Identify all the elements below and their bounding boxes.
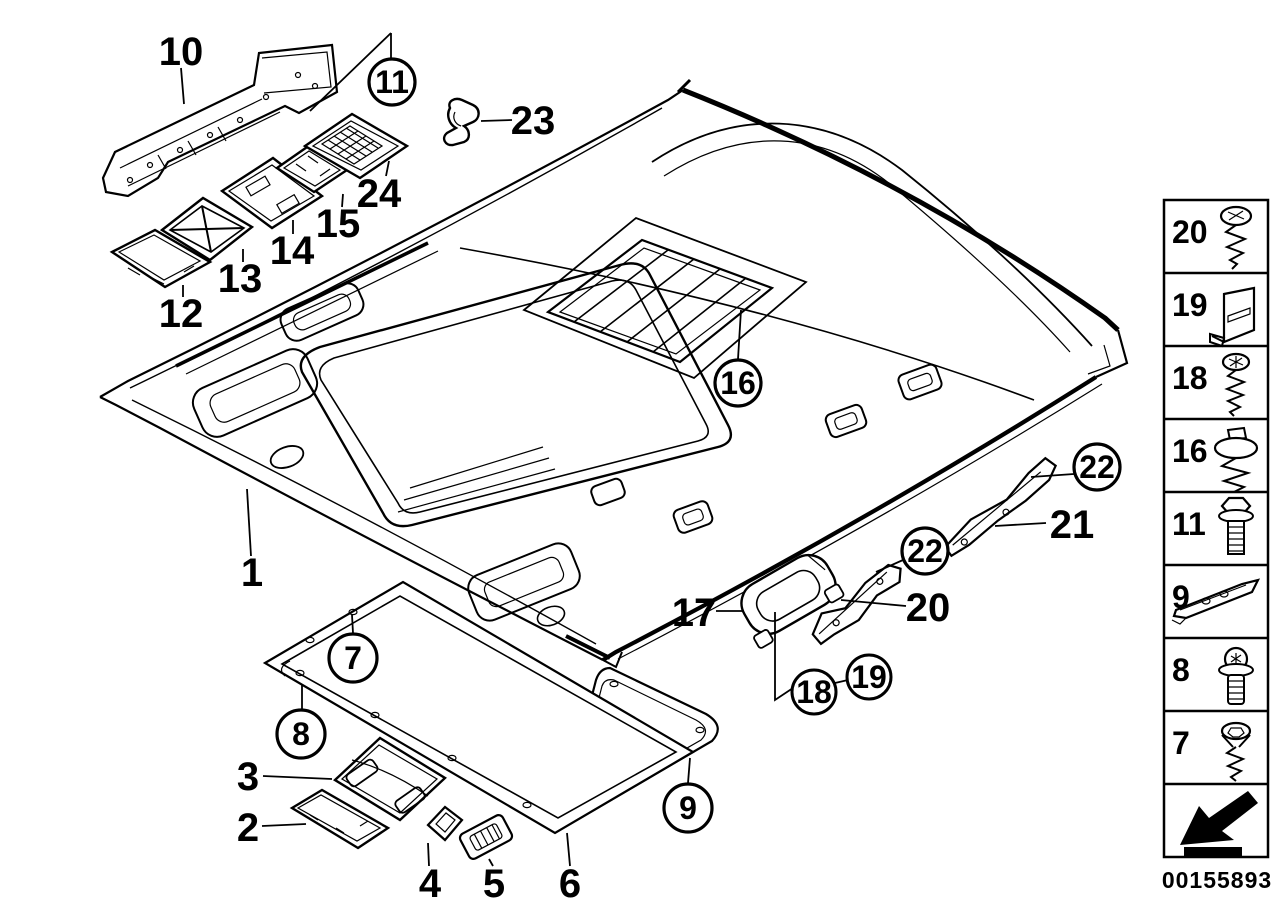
tapping-screw-icon bbox=[1221, 352, 1251, 417]
svg-text:19: 19 bbox=[851, 659, 887, 695]
callout-bubble-7[interactable]: 7 bbox=[327, 632, 379, 684]
callout-bubble-19[interactable]: 19 bbox=[845, 653, 893, 701]
callout-3[interactable]: 3 bbox=[237, 755, 259, 799]
svg-text:18: 18 bbox=[1172, 360, 1208, 396]
callout-13[interactable]: 13 bbox=[218, 257, 263, 301]
retainer-clip-icon bbox=[1209, 286, 1256, 348]
legend-item-18[interactable]: 18 bbox=[1172, 352, 1251, 417]
callout-2[interactable]: 2 bbox=[237, 806, 259, 850]
svg-text:18: 18 bbox=[796, 674, 832, 710]
sunroof-opening bbox=[299, 262, 733, 528]
circled-callouts: 7 8 9 11 16 18 19 22 bbox=[275, 57, 1122, 834]
callout-1[interactable]: 1 bbox=[241, 551, 263, 595]
svg-text:11: 11 bbox=[375, 64, 409, 100]
callout-bubble-8[interactable]: 8 bbox=[275, 708, 327, 760]
legend-item-8[interactable]: 8 bbox=[1172, 646, 1254, 705]
part-bracket-rear-right bbox=[943, 456, 1058, 558]
callout-12[interactable]: 12 bbox=[159, 292, 204, 336]
callout-17[interactable]: 17 bbox=[672, 591, 717, 635]
callout-5[interactable]: 5 bbox=[483, 862, 505, 906]
svg-text:22: 22 bbox=[907, 533, 943, 569]
part-hook-clip bbox=[442, 97, 480, 147]
legend-item-16[interactable]: 16 bbox=[1172, 426, 1259, 493]
callout-bubble-22-mid[interactable]: 22 bbox=[900, 526, 950, 576]
legend-item-7[interactable]: 7 bbox=[1172, 721, 1252, 782]
washer-screw-icon bbox=[1213, 426, 1259, 493]
part-console-frame bbox=[159, 196, 255, 262]
sunroof-cassette bbox=[522, 216, 808, 380]
callout-bubble-16[interactable]: 16 bbox=[713, 358, 763, 408]
leader-lines bbox=[180, 32, 1075, 867]
part-console-module bbox=[219, 156, 325, 230]
headliner-cutouts bbox=[191, 282, 943, 627]
callout-bubble-11[interactable]: 11 bbox=[367, 57, 417, 107]
mounting-bracket-icon bbox=[1171, 578, 1261, 625]
part-roof-rail bbox=[101, 43, 339, 198]
part-speaker-grille bbox=[302, 112, 410, 180]
fastener-legend: 20 19 18 16 bbox=[1162, 198, 1270, 859]
part-ribbed-button bbox=[458, 814, 514, 860]
callout-bubble-22-right[interactable]: 22 bbox=[1072, 442, 1122, 492]
svg-text:8: 8 bbox=[292, 716, 310, 752]
back-arrow-icon bbox=[1180, 791, 1258, 856]
svg-text:8: 8 bbox=[1172, 652, 1190, 688]
headliner-panel bbox=[99, 78, 1129, 669]
svg-text:19: 19 bbox=[1172, 287, 1208, 323]
part-grab-handle bbox=[740, 553, 845, 649]
part-bracket-rear-mid bbox=[811, 563, 902, 646]
svg-text:20: 20 bbox=[1172, 214, 1208, 250]
legend-item-9[interactable]: 9 bbox=[1171, 578, 1261, 625]
part-small-clip bbox=[426, 805, 464, 842]
pan-head-screw-icon bbox=[1219, 205, 1253, 270]
callout-14[interactable]: 14 bbox=[270, 229, 315, 273]
svg-text:16: 16 bbox=[1172, 433, 1208, 469]
hex-flange-bolt-icon bbox=[1218, 496, 1254, 555]
svg-text:16: 16 bbox=[720, 365, 756, 401]
callout-20[interactable]: 20 bbox=[906, 586, 951, 630]
part-rear-console-frame bbox=[333, 736, 447, 822]
callout-21[interactable]: 21 bbox=[1050, 503, 1095, 547]
part-rear-console-cover bbox=[289, 788, 391, 850]
legend-nav-back[interactable] bbox=[1180, 791, 1258, 856]
callout-23[interactable]: 23 bbox=[511, 99, 556, 143]
callout-24[interactable]: 24 bbox=[357, 172, 402, 216]
svg-text:7: 7 bbox=[344, 640, 362, 676]
svg-text:22: 22 bbox=[1079, 449, 1115, 485]
diagram-code: 00155893 bbox=[1162, 867, 1272, 893]
legend-item-19[interactable]: 19 bbox=[1172, 286, 1256, 348]
flange-torx-screw-icon bbox=[1218, 646, 1254, 705]
callout-15[interactable]: 15 bbox=[316, 202, 361, 246]
svg-text:11: 11 bbox=[1172, 506, 1206, 542]
part-console-cover bbox=[109, 228, 213, 289]
callout-bubble-9[interactable]: 9 bbox=[662, 782, 714, 834]
legend-item-11[interactable]: 11 bbox=[1172, 496, 1254, 555]
callout-bubble-18[interactable]: 18 bbox=[790, 668, 838, 716]
countersunk-screw-icon bbox=[1220, 721, 1252, 782]
callout-6[interactable]: 6 bbox=[559, 862, 581, 906]
svg-text:7: 7 bbox=[1172, 725, 1190, 761]
svg-text:9: 9 bbox=[679, 790, 697, 826]
callout-10[interactable]: 10 bbox=[159, 30, 204, 74]
legend-item-20[interactable]: 20 bbox=[1172, 205, 1253, 270]
callout-numbers: 10 23 24 15 14 13 12 1 17 20 21 3 2 4 5 … bbox=[159, 30, 1095, 906]
callout-4[interactable]: 4 bbox=[419, 862, 442, 906]
